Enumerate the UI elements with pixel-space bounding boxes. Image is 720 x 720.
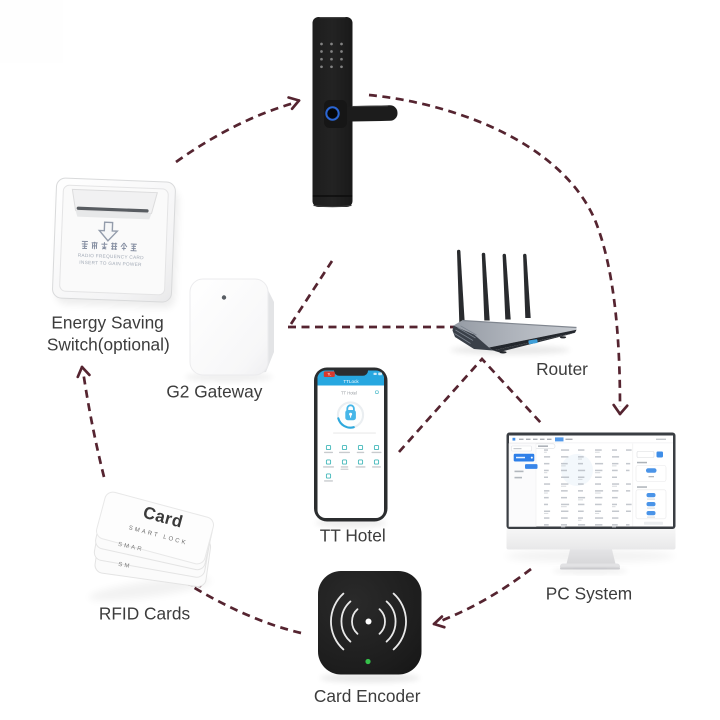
svg-text:TT Hotel: TT Hotel <box>320 526 386 546</box>
svg-text:Card Encoder: Card Encoder <box>314 686 421 706</box>
svg-text:Router: Router <box>536 359 588 379</box>
svg-text:Energy Saving: Energy Saving <box>51 312 163 332</box>
svg-text:TTLock: TTLock <box>343 379 359 384</box>
svg-text:SM: SM <box>118 562 132 570</box>
svg-text:SMAR: SMAR <box>117 542 144 554</box>
svg-text:G2 Gateway: G2 Gateway <box>166 382 262 402</box>
svg-text:Switch(optional): Switch(optional) <box>47 335 170 355</box>
svg-text:RFID Cards: RFID Cards <box>99 604 191 624</box>
svg-text:RADIO FREQUENCY CARD: RADIO FREQUENCY CARD <box>78 253 145 261</box>
svg-text:TT Hotel: TT Hotel <box>341 390 357 395</box>
svg-text:PC System: PC System <box>546 584 632 604</box>
svg-text:INSERT TO GAIN POWER: INSERT TO GAIN POWER <box>79 260 142 267</box>
svg-text:TL: TL <box>327 373 331 377</box>
